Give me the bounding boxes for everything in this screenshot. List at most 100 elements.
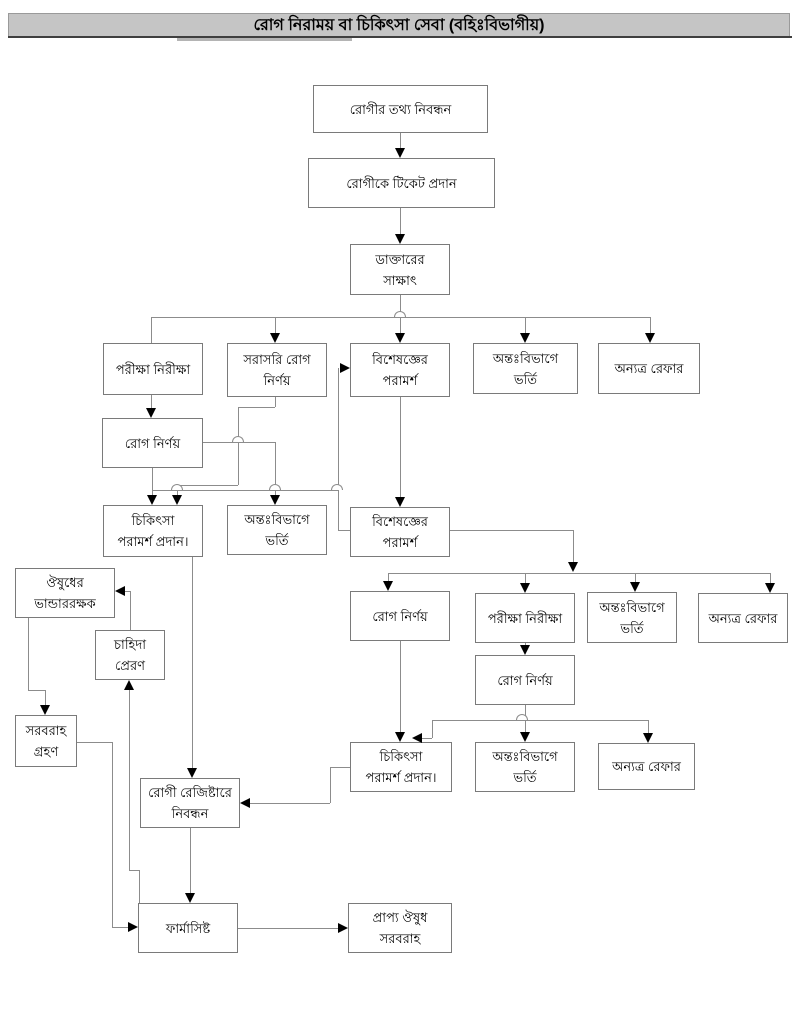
connector-line	[648, 720, 649, 738]
node-tests-2: পরীক্ষা নিরীক্ষা	[475, 593, 575, 643]
node-supply-receive: সরবরাহ গ্রহণ	[15, 715, 77, 767]
connector-line	[525, 573, 526, 588]
connector-line	[250, 803, 330, 804]
arrowhead-down	[395, 333, 405, 343]
connector-line	[635, 573, 636, 587]
connector-line	[400, 295, 401, 317]
connector-line	[177, 485, 238, 486]
arrowhead-down	[395, 497, 405, 507]
title-underline	[8, 36, 792, 38]
arrowhead-down	[40, 705, 50, 715]
connector-line	[177, 485, 178, 500]
connector-line	[525, 705, 526, 737]
connector-line	[192, 557, 193, 773]
node-patient-info-registration: রোগীর তথ্য নিবন্ধন	[313, 85, 488, 133]
node-inpatient-admission-3: অন্তঃবিভাগে ভর্তি	[587, 592, 677, 643]
arrowhead-down	[630, 582, 640, 592]
node-inpatient-admission-4: অন্তঃবিভাগে ভর্তি	[475, 742, 575, 792]
node-demand-send: চাহিদা প্রেরণ	[95, 630, 165, 680]
arrowhead-right	[128, 922, 138, 932]
connector-line	[338, 368, 339, 530]
node-diagnosis-2: রোগ নির্ণয়	[350, 591, 450, 641]
connector-line	[151, 395, 152, 412]
connector-line	[450, 530, 573, 531]
node-diagnosis-3: রোগ নির্ণয়	[475, 655, 575, 705]
node-pharmacist: ফার্মাসিষ্ট	[138, 903, 238, 953]
arrowhead-left	[115, 586, 125, 596]
connector-line	[400, 208, 401, 238]
connector-line	[28, 690, 45, 691]
diagram-title-bar: রোগ নিরাময় বা চিকিৎসা সেবা (বহিঃবিভাগীয…	[8, 13, 790, 38]
connector-line	[275, 317, 276, 338]
connector-line	[573, 530, 574, 562]
line-hop	[171, 484, 183, 490]
connector-line	[650, 317, 651, 338]
arrowhead-down	[395, 234, 405, 244]
node-specialist-consult-2: বিশেষজ্ঞের পরামর্শ	[350, 507, 450, 557]
line-hop	[232, 436, 244, 442]
connector-line	[152, 490, 338, 491]
connector-line	[432, 720, 433, 738]
node-ticket-issue: রোগীকে টিকেট প্রদান	[308, 158, 495, 208]
node-inpatient-admission-2: অন্তঃবিভাগে ভর্তি	[227, 505, 327, 555]
node-direct-diagnosis: সরাসরি রোগ নির্ণয়	[227, 343, 327, 397]
arrowhead-down	[520, 333, 530, 343]
connector-line	[432, 720, 648, 721]
connector-line	[238, 407, 239, 485]
node-patient-register-entry: রোগী রেজিষ্টারে নিবন্ধন	[140, 778, 240, 828]
connector-line	[129, 686, 130, 870]
line-hop	[516, 714, 528, 720]
arrowhead-right	[338, 923, 348, 933]
node-due-medicine-supply: প্রাপ্য ঔষুধ সরবরাহ	[348, 903, 452, 953]
connector-line	[400, 317, 401, 338]
connector-line	[129, 870, 139, 871]
connector-line	[400, 641, 401, 737]
connector-line	[388, 573, 770, 574]
connector-line	[77, 742, 112, 743]
node-specialist-consult-1: বিশেষজ্ঞের পরামর্শ	[350, 343, 450, 397]
connector-line	[388, 573, 389, 586]
node-refer-elsewhere-3: অন্যত্র রেফার	[598, 743, 695, 790]
node-medicine-storekeeper: ঔষুধের ভান্ডাররক্ষক	[15, 568, 115, 618]
connector-line	[45, 690, 46, 710]
arrowhead-down	[395, 732, 405, 742]
arrowhead-down	[520, 732, 530, 742]
arrowhead-down	[643, 733, 653, 743]
diagram-title: রোগ নিরাময় বা চিকিৎসা সেবা (বহিঃবিভাগীয…	[253, 17, 545, 34]
connector-line	[151, 317, 152, 343]
line-hop	[331, 484, 343, 490]
line-hop	[269, 484, 281, 490]
arrowhead-down	[270, 495, 280, 505]
connector-line	[770, 573, 771, 588]
connector-line	[238, 928, 340, 929]
arrowhead-down	[147, 495, 157, 505]
connector-line	[330, 767, 350, 768]
arrowhead-up	[124, 680, 134, 690]
connector-line	[139, 870, 140, 903]
connector-line	[275, 397, 276, 407]
line-hop	[394, 311, 406, 317]
arrowhead-down	[146, 408, 156, 418]
connector-line	[330, 767, 331, 803]
connector-line	[112, 742, 113, 927]
connector-line	[238, 407, 275, 408]
arrowhead-right	[340, 363, 350, 373]
node-diagnosis-1: রোগ নির্ণয়	[102, 418, 203, 468]
connector-line	[152, 468, 153, 500]
node-treatment-advice-1: চিকিৎসা পরামর্শ প্রদান।	[103, 505, 203, 557]
arrowhead-down	[645, 333, 655, 343]
arrowhead-down	[765, 583, 775, 593]
arrowhead-down	[520, 583, 530, 593]
arrowhead-down	[395, 148, 405, 158]
title-underline-shadow	[177, 38, 352, 41]
connector-line	[112, 927, 130, 928]
connector-line	[275, 442, 276, 500]
connector-line	[28, 618, 29, 690]
arrowhead-down	[568, 562, 578, 572]
connector-line	[525, 317, 526, 338]
node-treatment-advice-2: চিকিৎসা পরামর্শ প্রদান।	[350, 742, 452, 792]
node-refer-elsewhere-2: অন্যত্র রেফার	[698, 593, 788, 643]
